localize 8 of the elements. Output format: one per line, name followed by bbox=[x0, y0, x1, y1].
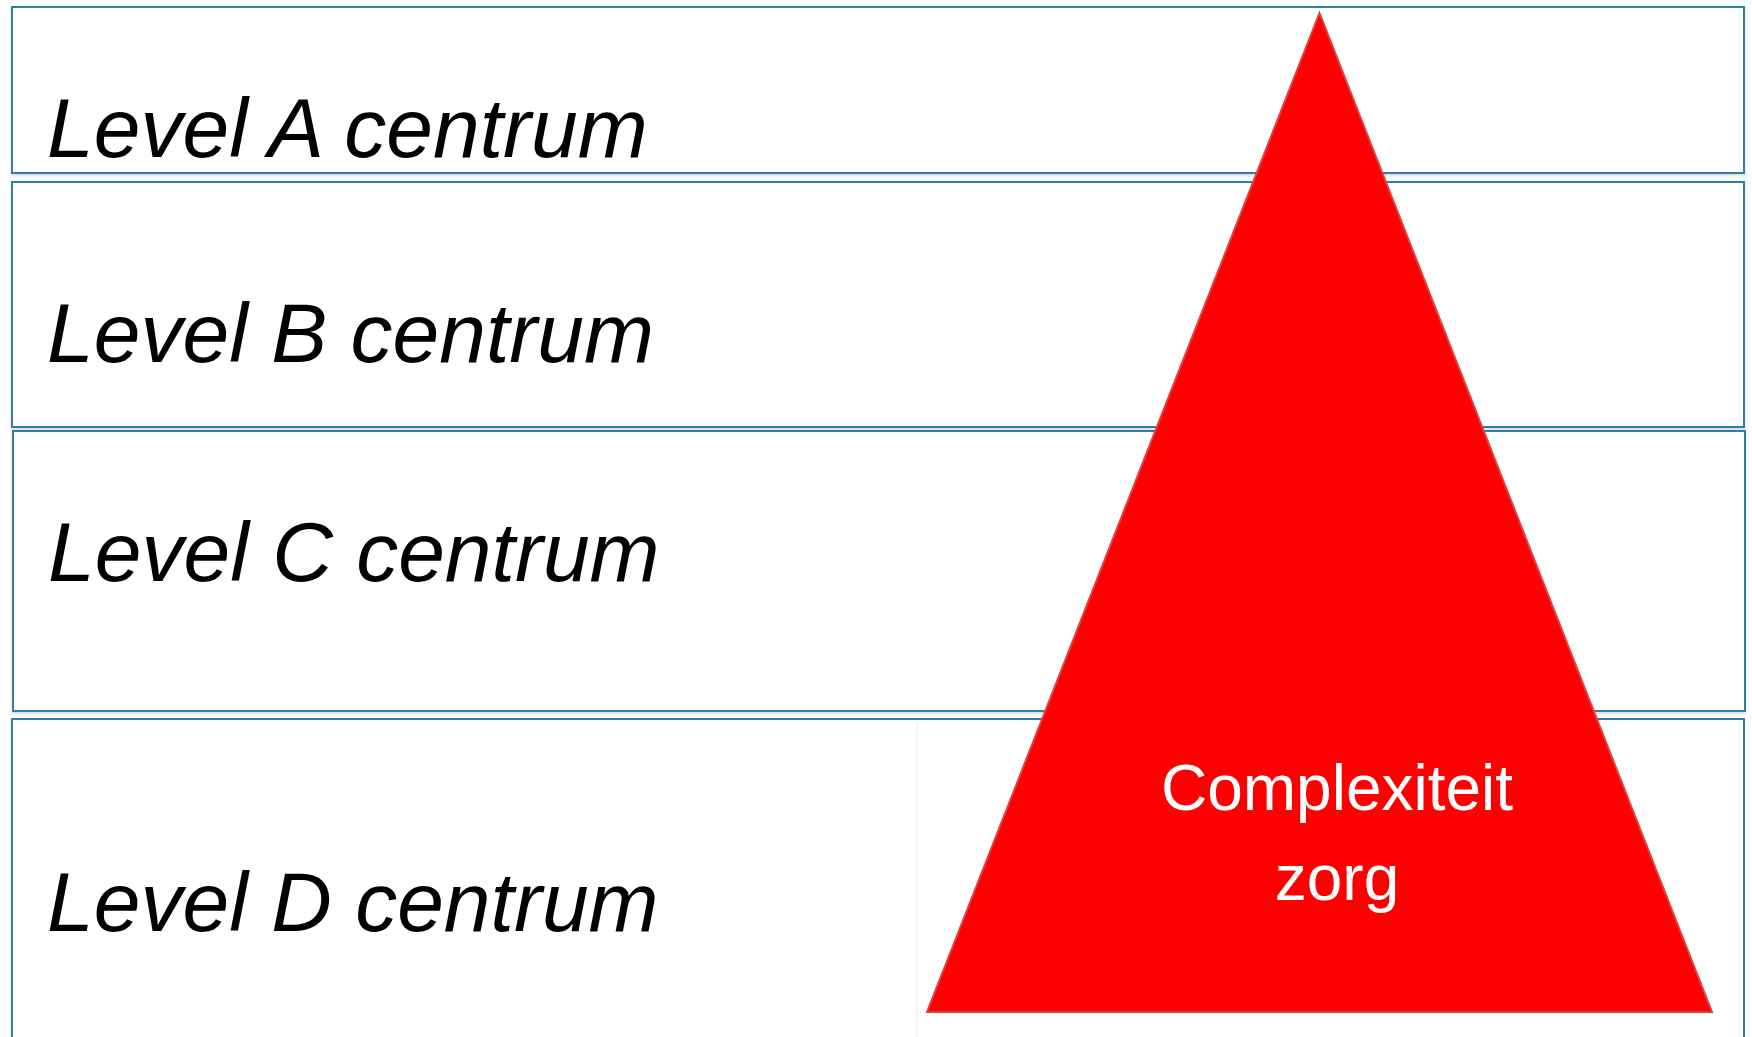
level-band bbox=[11, 718, 916, 1037]
level-label: Level C centrum bbox=[48, 510, 660, 594]
level-band bbox=[11, 6, 1745, 174]
pyramid-triangle bbox=[927, 13, 1712, 1012]
level-label: Level A centrum bbox=[47, 86, 648, 170]
pyramid-label: Complexiteit zorg bbox=[1159, 751, 1515, 916]
level-label: Level D centrum bbox=[47, 860, 659, 944]
level-label: Level B centrum bbox=[47, 291, 654, 375]
